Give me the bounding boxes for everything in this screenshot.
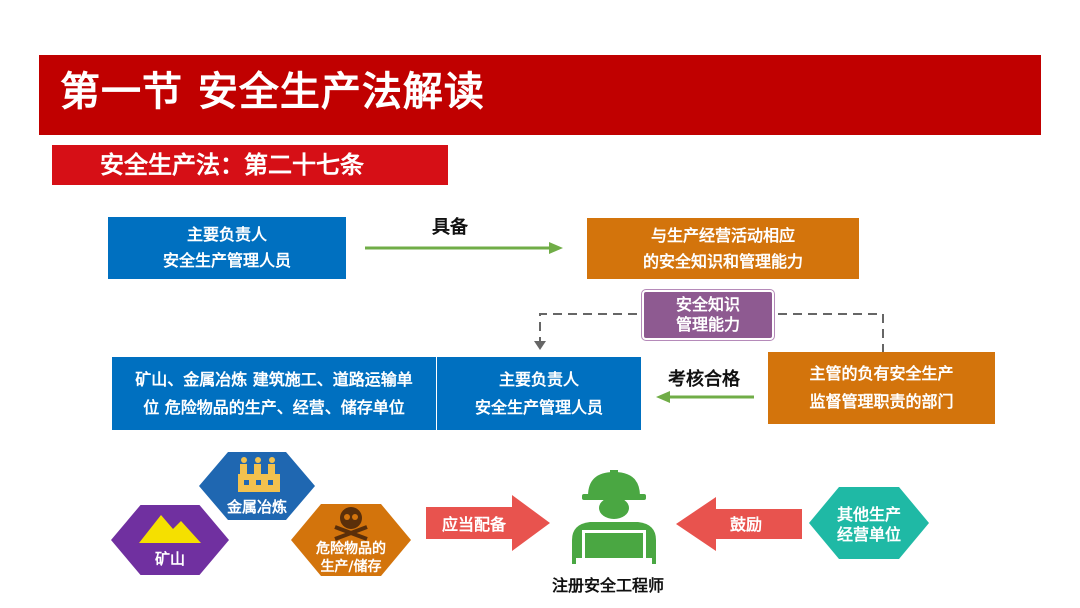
assessment-line2: 管理能力 — [675, 315, 740, 334]
other-units-label: 其他生产 经营单位 — [809, 505, 929, 545]
assessed-persons-box: 主要负责人 安全生产管理人员 — [436, 357, 641, 430]
mining-label: 矿山 — [154, 550, 185, 568]
page-title: 第一节 安全生产法解读 — [60, 69, 485, 115]
page-subtitle: 安全生产法：第二十七条 — [100, 151, 364, 179]
possess-label: 具备 — [432, 217, 468, 238]
should-equip-arrow — [426, 495, 550, 551]
assessment-box: 安全知识 管理能力 — [642, 290, 774, 340]
high-risk-units-line2: 位 危险物品的生产、经营、储存单位 — [143, 397, 405, 417]
responsible-persons-line1: 主要负责人 — [186, 225, 267, 244]
responsible-persons-box: 主要负责人 安全生产管理人员 — [108, 217, 346, 279]
title-bar — [39, 55, 1041, 135]
should-equip-label: 应当配备 — [441, 515, 506, 534]
assessed-persons-line1: 主要负责人 — [498, 369, 579, 389]
supervision-dept-box: 主管的负有安全生产 监督管理职责的部门 — [768, 352, 995, 424]
high-risk-units-line1: 矿山、金属冶炼 建筑施工、道路运输单 — [135, 369, 413, 389]
factory-icon — [238, 457, 280, 492]
passed-assessment-label: 考核合格 — [668, 369, 740, 390]
hazardous-goods-label: 危险物品的 生产/储存 — [291, 540, 411, 576]
high-risk-units-box: 矿山、金属冶炼 建筑施工、道路运输单 位 危险物品的生产、经营、储存单位 — [112, 357, 436, 430]
hazardous-goods-line2: 生产/储存 — [320, 559, 382, 575]
responsible-persons-line2: 安全生产管理人员 — [162, 251, 291, 270]
assessment-line1: 安全知识 — [675, 295, 740, 314]
assessed-persons-line2: 安全生产管理人员 — [474, 397, 603, 417]
metal-smelting-label: 金属冶炼 — [226, 498, 287, 516]
mountain-icon — [139, 515, 201, 543]
knowledge-ability-line2: 的安全知识和管理能力 — [642, 251, 803, 271]
other-units-line2: 经营单位 — [836, 525, 901, 544]
subtitle-bar — [52, 145, 448, 185]
possess-arrow — [365, 242, 563, 254]
encourage-arrow — [676, 497, 802, 551]
engineer-label: 注册安全工程师 — [552, 576, 665, 595]
skull-crossbones-icon — [334, 507, 368, 541]
knowledge-ability-box: 与生产经营活动相应 的安全知识和管理能力 — [587, 218, 859, 279]
supervision-dept-line1: 主管的负有安全生产 — [809, 364, 954, 383]
other-units-line1: 其他生产 — [836, 505, 901, 524]
knowledge-ability-line1: 与生产经营活动相应 — [650, 225, 795, 245]
other-units-hexagon — [809, 487, 929, 559]
passed-assessment-arrow — [656, 391, 754, 403]
hazardous-goods-line1: 危险物品的 — [316, 541, 386, 557]
engineer-icon — [572, 470, 656, 564]
supervision-dept-line2: 监督管理职责的部门 — [809, 392, 954, 411]
encourage-label: 鼓励 — [729, 515, 762, 534]
